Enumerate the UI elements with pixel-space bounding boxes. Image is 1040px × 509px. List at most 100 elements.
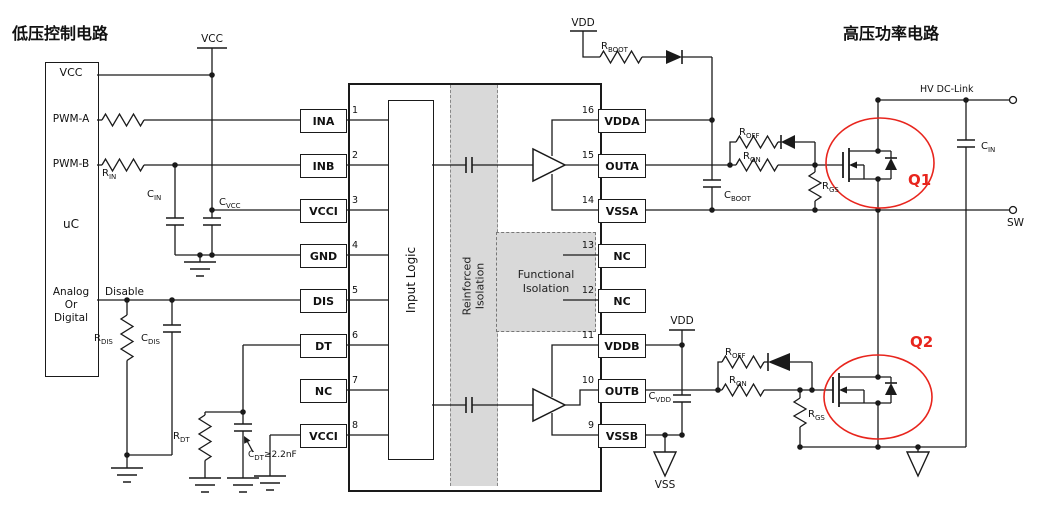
- pin-num-10: 10: [581, 375, 594, 386]
- vss-label: VSS: [654, 479, 676, 491]
- power-ground-symbol: [905, 447, 931, 478]
- capacitor-cin-left: [166, 165, 184, 255]
- mosfet-q2: [832, 373, 897, 447]
- diode-roff-a: [780, 135, 816, 165]
- pin-box-vssa: VSSA: [598, 199, 646, 223]
- capacitor-cvcc: [203, 210, 221, 255]
- hv-dc-link-label: HV DC-Link: [920, 84, 974, 95]
- pin-box-dis: DIS: [300, 289, 347, 313]
- pin-box-vcci-3: VCCI: [300, 199, 347, 223]
- vdd-rail-symbol-top: [570, 30, 600, 58]
- ic-nc-pin-stubs: [563, 254, 598, 301]
- input-logic-block: Input Logic: [388, 100, 434, 460]
- resistor-rin-b: [97, 157, 300, 173]
- vcc-rail-label: VCC: [201, 33, 223, 45]
- isolation-capacitor-a: [432, 157, 533, 173]
- ic-left-pin-stubs: [345, 119, 388, 436]
- vss-ground-symbol: [652, 435, 678, 478]
- hv-terminal: [1008, 95, 1018, 105]
- cdt-pointer-arrow: [244, 436, 254, 453]
- uc-pin-vcc-label: VCC: [59, 66, 83, 79]
- pin-box-nc-12: NC: [598, 289, 646, 313]
- capacitor-cvdd: [673, 345, 691, 435]
- driver-buffer-a: [532, 119, 598, 211]
- cboot-label: CBOOT: [724, 190, 751, 203]
- isolation-capacitor-b: [432, 397, 533, 413]
- pin-num-3: 3: [352, 195, 359, 206]
- vcc-rail-symbol: [97, 47, 227, 210]
- uc-block: [45, 62, 99, 377]
- functional-isolation-label-line1: Functional: [517, 268, 575, 281]
- sw-label: SW: [1007, 217, 1025, 229]
- rdis-label: RDIS: [94, 333, 113, 346]
- uc-analog-label-line2: Or: [64, 299, 78, 311]
- pin-box-vdda: VDDA: [598, 109, 646, 133]
- wire-vcci-pin8: [269, 434, 300, 476]
- vdd-bottom-label: VDD: [670, 315, 694, 327]
- pin-num-12: 12: [581, 285, 594, 296]
- pin-num-13: 13: [581, 240, 594, 251]
- ground-symbol-cdt: [227, 477, 259, 493]
- functional-isolation-label-line2: Isolation: [522, 282, 570, 295]
- ron-a-label: RON: [743, 151, 761, 164]
- pin-num-4: 4: [352, 240, 359, 251]
- wire-dt-pin6: [205, 344, 300, 413]
- rgs-a-label: RGS: [822, 181, 839, 194]
- cvcc-label: CVCC: [219, 197, 241, 210]
- rboot-label: RBOOT: [601, 41, 628, 54]
- ground-symbol-rdis: [111, 467, 143, 483]
- reinforced-isolation-band: [450, 85, 498, 486]
- uc-analog-label-line3: Digital: [53, 312, 89, 324]
- rin-label: RIN: [102, 168, 117, 181]
- title-high-voltage-section: 高压功率电路: [843, 24, 940, 43]
- pin-num-16: 16: [581, 105, 594, 116]
- pin-box-outa: OUTA: [598, 154, 646, 178]
- resistor-rdt: [197, 412, 213, 478]
- pin-num-11: 11: [581, 330, 594, 341]
- capacitor-cin-right: [957, 100, 975, 447]
- uc-name-label: uC: [63, 217, 79, 231]
- pin-num-7: 7: [352, 375, 359, 386]
- pin-box-dt: DT: [300, 334, 347, 358]
- pin-box-vddb: VDDB: [598, 334, 646, 358]
- ground-symbol-center: [184, 255, 216, 277]
- pin-num-2: 2: [352, 150, 359, 161]
- q1-label: Q1: [908, 171, 932, 189]
- pin-box-nc-13: NC: [598, 244, 646, 268]
- uc-pin-pwm-a-label: PWM-A: [52, 113, 90, 125]
- pin-num-5: 5: [352, 285, 359, 296]
- pin-num-9: 9: [587, 420, 594, 431]
- capacitor-cboot: [703, 120, 721, 210]
- roff-a-label: ROFF: [739, 127, 760, 140]
- resistor-ron-a: [735, 157, 843, 173]
- vdd-top-label: VDD: [571, 17, 595, 29]
- bootstrap-diode: [666, 50, 713, 120]
- pin-box-gnd: GND: [300, 244, 347, 268]
- title-low-voltage-section: 低压控制电路: [12, 24, 109, 43]
- resistor-rboot: [599, 49, 666, 65]
- cin-right-label: CIN: [981, 141, 996, 154]
- pin-box-vssb: VSSB: [598, 424, 646, 448]
- pin-num-14: 14: [581, 195, 594, 206]
- junction-dots: [124, 72, 969, 458]
- pin-box-outb: OUTB: [598, 379, 646, 403]
- cdis-label: CDIS: [141, 333, 160, 346]
- pin-box-ina: INA: [300, 109, 347, 133]
- resistor-rin-a: [97, 112, 300, 128]
- resistor-rgs-a: [807, 165, 823, 210]
- roff-b-label: ROFF: [725, 347, 746, 360]
- rgs-b-label: RGS: [808, 409, 825, 422]
- pin-box-nc-7: NC: [300, 379, 347, 403]
- diode-roff-b: [767, 353, 813, 390]
- capacitor-cdis: [127, 300, 181, 456]
- pin-num-15: 15: [581, 150, 594, 161]
- driver-buffer-b: [532, 344, 598, 436]
- mosfet-q1: [842, 100, 897, 210]
- rdt-label: RDT: [173, 431, 190, 444]
- resistor-rgs-b: [792, 390, 808, 447]
- pin-num-8: 8: [352, 420, 359, 431]
- uc-analog-label-line1: Analog: [52, 286, 90, 298]
- highlight-ellipse-q1: [825, 117, 935, 209]
- pin-num-1: 1: [352, 105, 359, 116]
